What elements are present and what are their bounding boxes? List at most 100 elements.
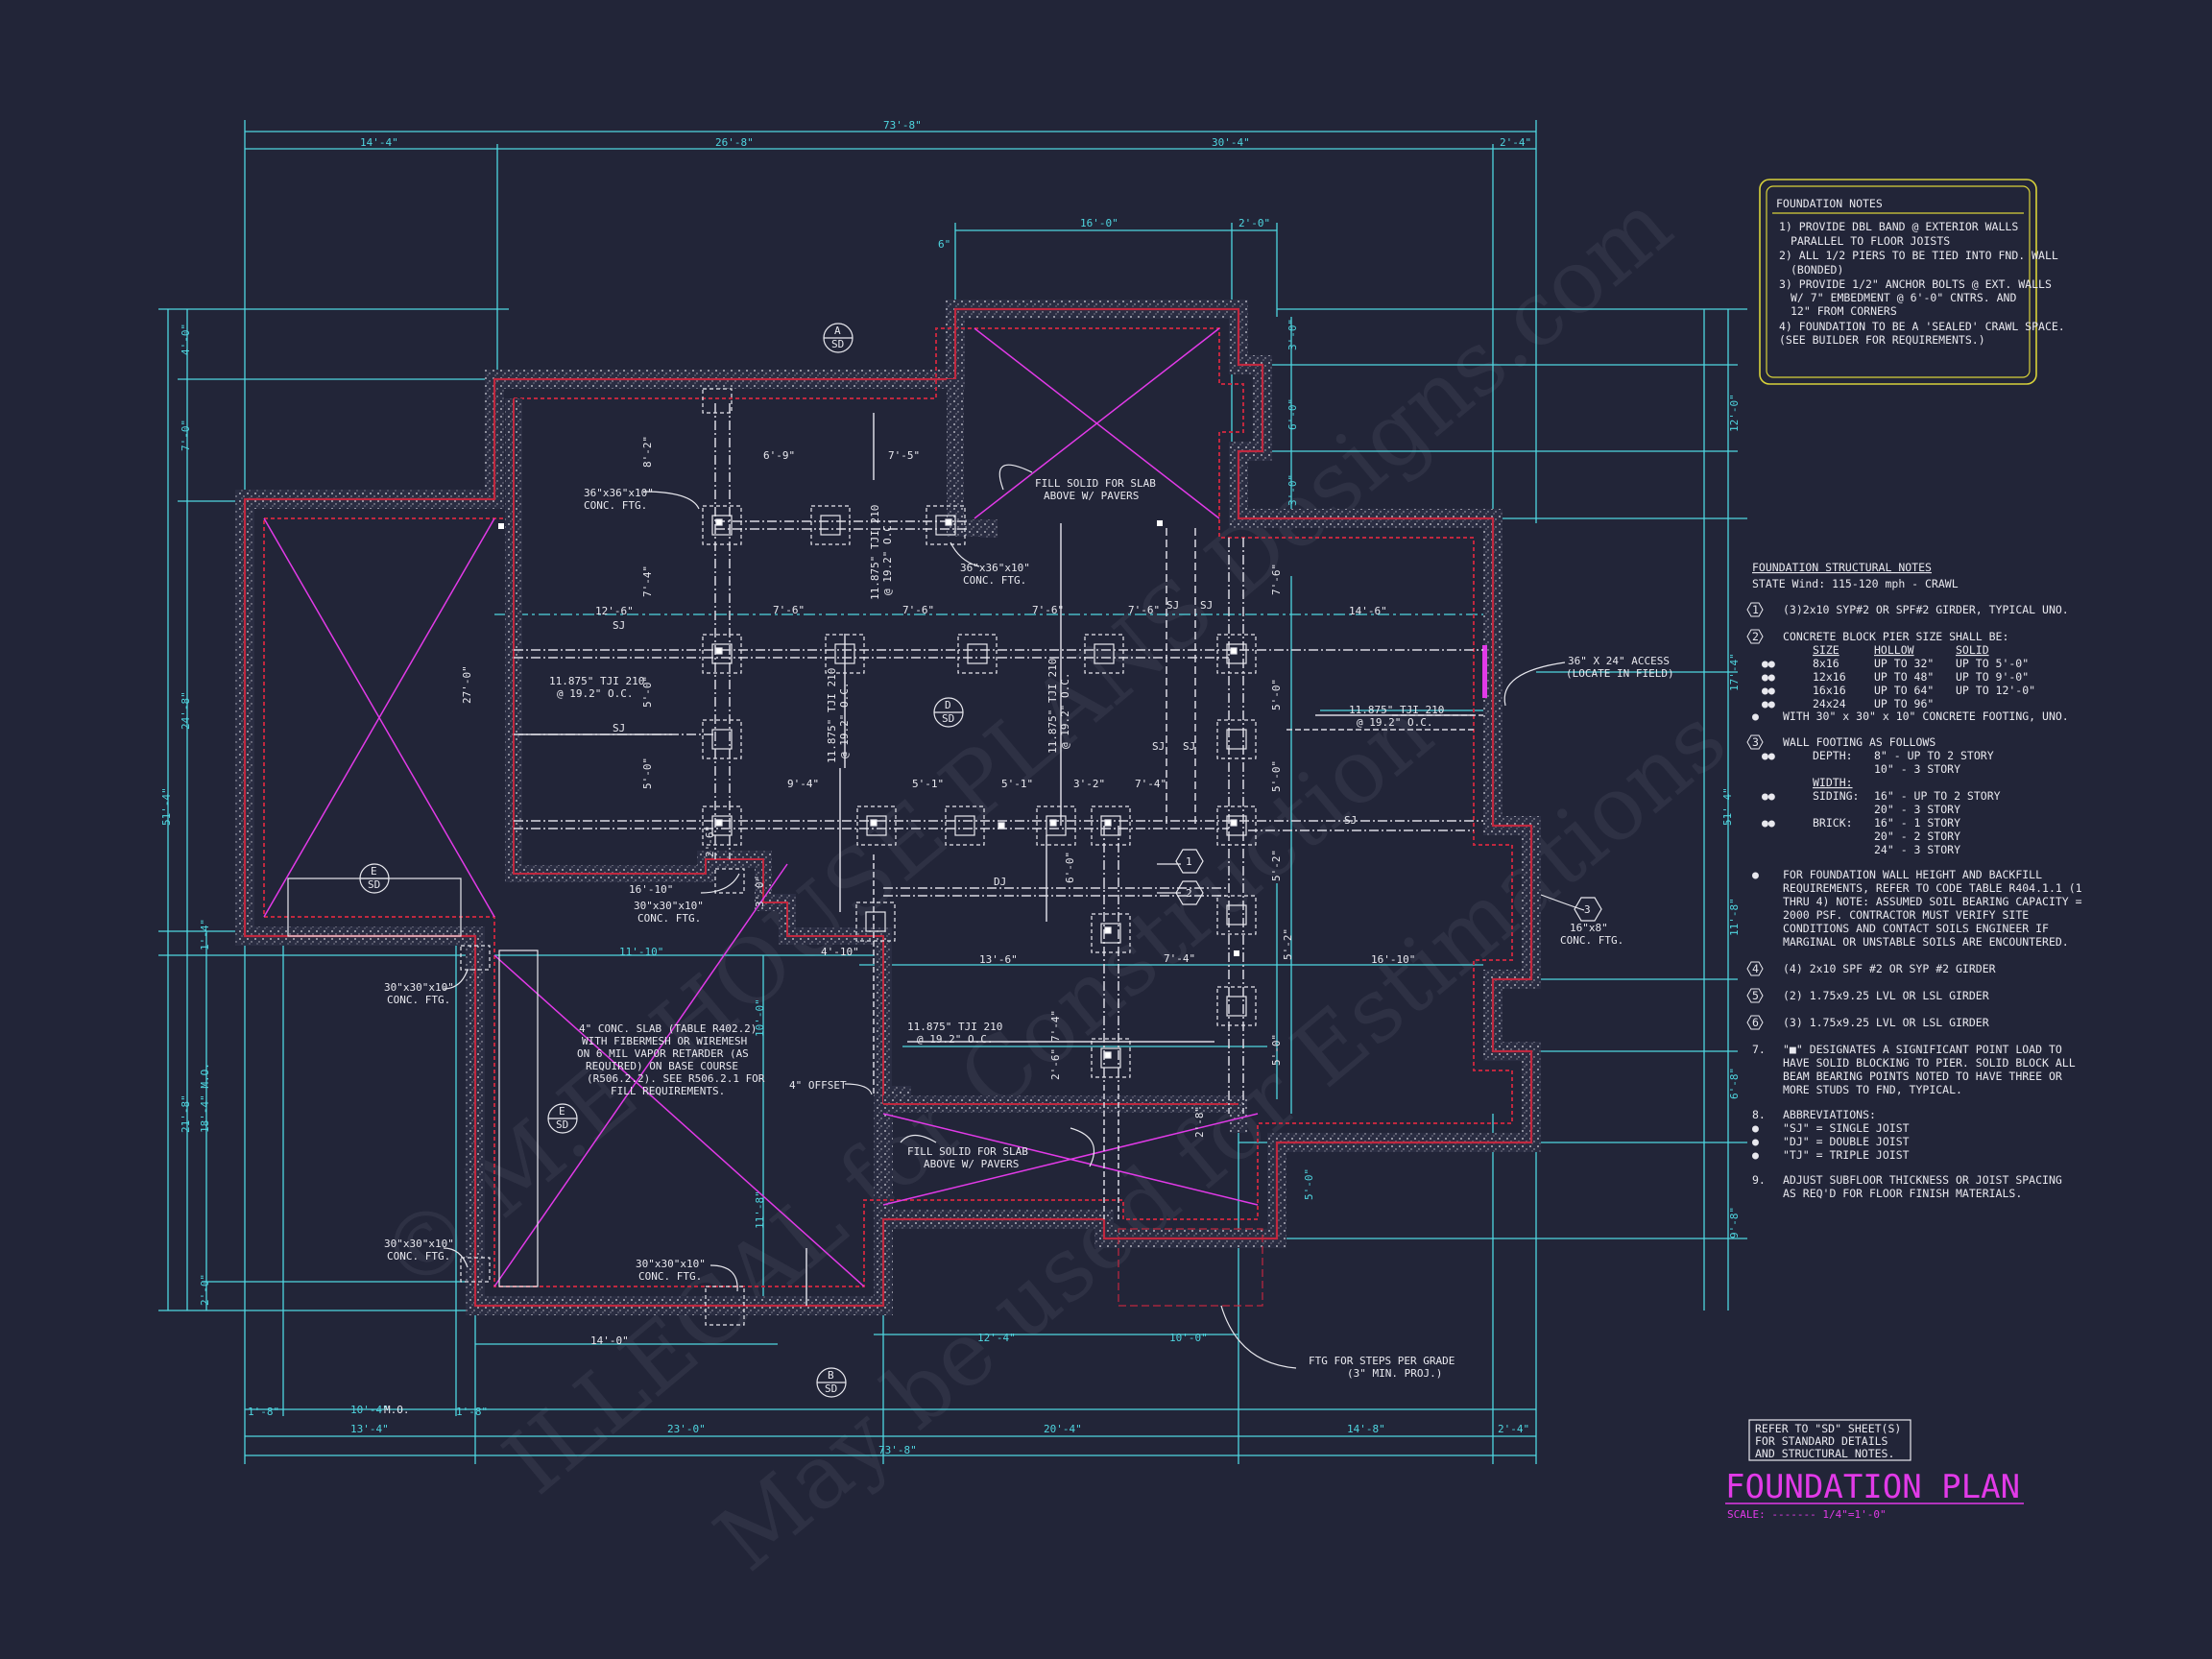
fill-areas — [263, 327, 1487, 1287]
joist-label: 11.875" TJI 210 — [907, 1021, 1002, 1033]
dim-interior: 10'-0" — [754, 998, 766, 1037]
dim-top-total: 73'-8" — [883, 119, 922, 132]
callout-ftg30: 30"x30"x10" — [636, 1258, 706, 1270]
svg-text:●: ● — [1752, 1135, 1759, 1148]
dim-bottom-total: 73'-8" — [878, 1444, 917, 1456]
dim-interior: 8'-2" — [641, 436, 654, 468]
structural-notes-title: FOUNDATION STRUCTURAL NOTES — [1752, 561, 1932, 574]
pier-table-cell: 16x16 — [1813, 684, 1846, 697]
callout-access: (LOCATE IN FIELD) — [1566, 667, 1674, 680]
structural-note-1: (3)2x10 SYP#2 OR SPF#2 GIRDER, TYPICAL U… — [1783, 603, 2069, 616]
dim-interior: 5'-0" — [641, 757, 654, 789]
dim-interior: 7'-6" — [1032, 604, 1064, 616]
abbreviation: "TJ" = TRIPLE JOIST — [1783, 1148, 1910, 1162]
section-tag-sheet: SD — [368, 878, 380, 891]
svg-text:●●: ●● — [1762, 657, 1775, 670]
section-tags: A SD D SD E SD E SD B SD 1 2 — [359, 323, 1602, 1398]
dim-right: 17'-4" — [1728, 653, 1741, 691]
dim-left: 2'-0" — [199, 1274, 211, 1306]
pier-table-cell: UP TO 12'-0" — [1956, 684, 2035, 697]
dim-left: 24'-8" — [180, 691, 192, 730]
joist-spacing: @ 19.2" O.C. — [838, 683, 851, 758]
dim-interior: 7'-4" — [1049, 1010, 1062, 1042]
structural-note-6: (3) 1.75x9.25 LVL OR LSL GIRDER — [1783, 1016, 1989, 1029]
callout-ftg30: CONC. FTG. — [387, 994, 450, 1006]
pier-footing — [702, 805, 742, 846]
structural-note-bullet: REQUIREMENTS, REFER TO CODE TABLE R404.1… — [1783, 881, 2082, 895]
callout-slab: REQUIRED) ON BASE COURSE — [586, 1060, 738, 1072]
callout-ftg36: CONC. FTG. — [584, 499, 647, 512]
callout-ftg30: 30"x30"x10" — [384, 1238, 454, 1250]
dim-right: 9'-8" — [1728, 1207, 1741, 1238]
pier-footing — [1084, 634, 1124, 674]
sj-label: SJ — [613, 619, 625, 632]
section-tag-e2: E SD — [547, 1103, 578, 1134]
note-tag-2: 2 — [1175, 880, 1204, 905]
dim-bottom: M.O. — [384, 1404, 410, 1416]
callout-ftg36: 36"x36"x10" — [584, 487, 654, 499]
dim-interior: 3'-0" — [754, 876, 766, 907]
abbreviation: "SJ" = SINGLE JOIST — [1783, 1121, 1910, 1135]
pier-footing — [702, 505, 742, 545]
note-mark: 7. — [1752, 1043, 1766, 1056]
structural-note-bullet: 2000 PSF. CONTRACTOR MUST VERIFY SITE — [1783, 908, 2029, 922]
callout-ftg30: CONC. FTG. — [387, 1250, 450, 1262]
dim-bottom-inner: 12'-4" — [977, 1332, 1016, 1344]
pier-footing — [1091, 1038, 1131, 1078]
callout-wall-ftg: 16"x8" — [1570, 922, 1608, 934]
foundation-note-line: PARALLEL TO FLOOR JOISTS — [1791, 234, 1950, 248]
dim-interior: 6'-9" — [763, 449, 795, 462]
pier-footing — [1216, 986, 1257, 1026]
dim-interior: 7'-6" — [1128, 604, 1160, 616]
footing-brick: 24" - 3 STORY — [1874, 843, 1960, 856]
callout-ftg30: 30"x30"x10" — [384, 981, 454, 994]
dim-interior: 5'-0" — [1303, 1168, 1315, 1200]
section-tag-sheet: SD — [825, 1382, 837, 1395]
dim-top: 30'-4" — [1212, 136, 1250, 149]
pier-footing — [702, 388, 733, 414]
structural-note-bullet: CONDITIONS AND CONTACT SOILS ENGINEER IF — [1783, 922, 2049, 935]
dim-left: 51'-4" — [160, 787, 173, 826]
dim-top-inner: 2'-0" — [1238, 217, 1270, 229]
structural-note-9: ADJUST SUBFLOOR THICKNESS OR JOIST SPACI… — [1783, 1173, 2062, 1187]
pier-footing — [1091, 913, 1131, 953]
pier-footing — [1216, 805, 1257, 846]
foundation-note-line: (BONDED) — [1791, 263, 1843, 276]
section-tag-e: E SD — [359, 863, 390, 894]
dim-interior: 16'-10" — [629, 883, 673, 896]
foundation-notes-box: FOUNDATION NOTES 1) PROVIDE DBL BAND @ E… — [1759, 179, 2065, 385]
dim-interior: 7'-6" — [902, 604, 934, 616]
callouts: 36"x36"x10" CONC. FTG. 36"x36"x10" CONC.… — [384, 464, 1674, 1380]
abbreviations-title: ABBREVIATIONS: — [1783, 1108, 1876, 1121]
dim-bottom: 10'-4" — [350, 1404, 389, 1416]
note-mark: 9. — [1752, 1173, 1766, 1187]
pier-table-head: SIZE — [1813, 643, 1839, 657]
svg-text:●●: ●● — [1762, 749, 1775, 762]
foundation-note-line: 4) FOUNDATION TO BE A 'SEALED' CRAWL SPA… — [1779, 320, 2065, 333]
pier-table-cell: 8x16 — [1813, 657, 1839, 670]
section-tag-sheet: SD — [831, 338, 844, 350]
dim-right: 3'-0" — [1286, 474, 1299, 506]
dim-bottom-inner: 10'-0" — [1169, 1332, 1208, 1344]
footing-brick: 16" - 1 STORY — [1874, 816, 1960, 830]
dim-interior: 16'-10" — [1371, 953, 1415, 966]
dim-interior: 5'-1" — [912, 778, 944, 790]
dim-right: 6'-8" — [1728, 1068, 1741, 1099]
note-mark: 5 — [1752, 989, 1759, 1002]
dim-bottom2: 2'-4" — [1498, 1423, 1529, 1435]
structural-notes: FOUNDATION STRUCTURAL NOTES STATE Wind: … — [1746, 561, 2082, 1200]
structural-note-bullet: THRU 4) NOTE: ASSUMED SOIL BEARING CAPAC… — [1783, 895, 2082, 908]
sj-label: SJ — [1183, 740, 1195, 753]
footing-depth: 8" - UP TO 2 STORY — [1874, 749, 1994, 762]
structural-note-7: MORE STUDS TO FND, TYPICAL. — [1783, 1083, 1962, 1096]
pier-footing — [945, 805, 1005, 846]
svg-text:●: ● — [1752, 1148, 1759, 1162]
dim-left: 18'-4" M.O. — [199, 1063, 211, 1133]
dim-interior: 5'-2" — [1270, 850, 1283, 881]
dim-interior: 6'-0" — [1064, 852, 1076, 883]
sj-label: SJ — [1344, 814, 1357, 827]
pier-table-head: SOLID — [1956, 643, 1989, 657]
section-tag-sheet: SD — [942, 712, 954, 725]
dim-interior: 9'-4" — [787, 778, 819, 790]
